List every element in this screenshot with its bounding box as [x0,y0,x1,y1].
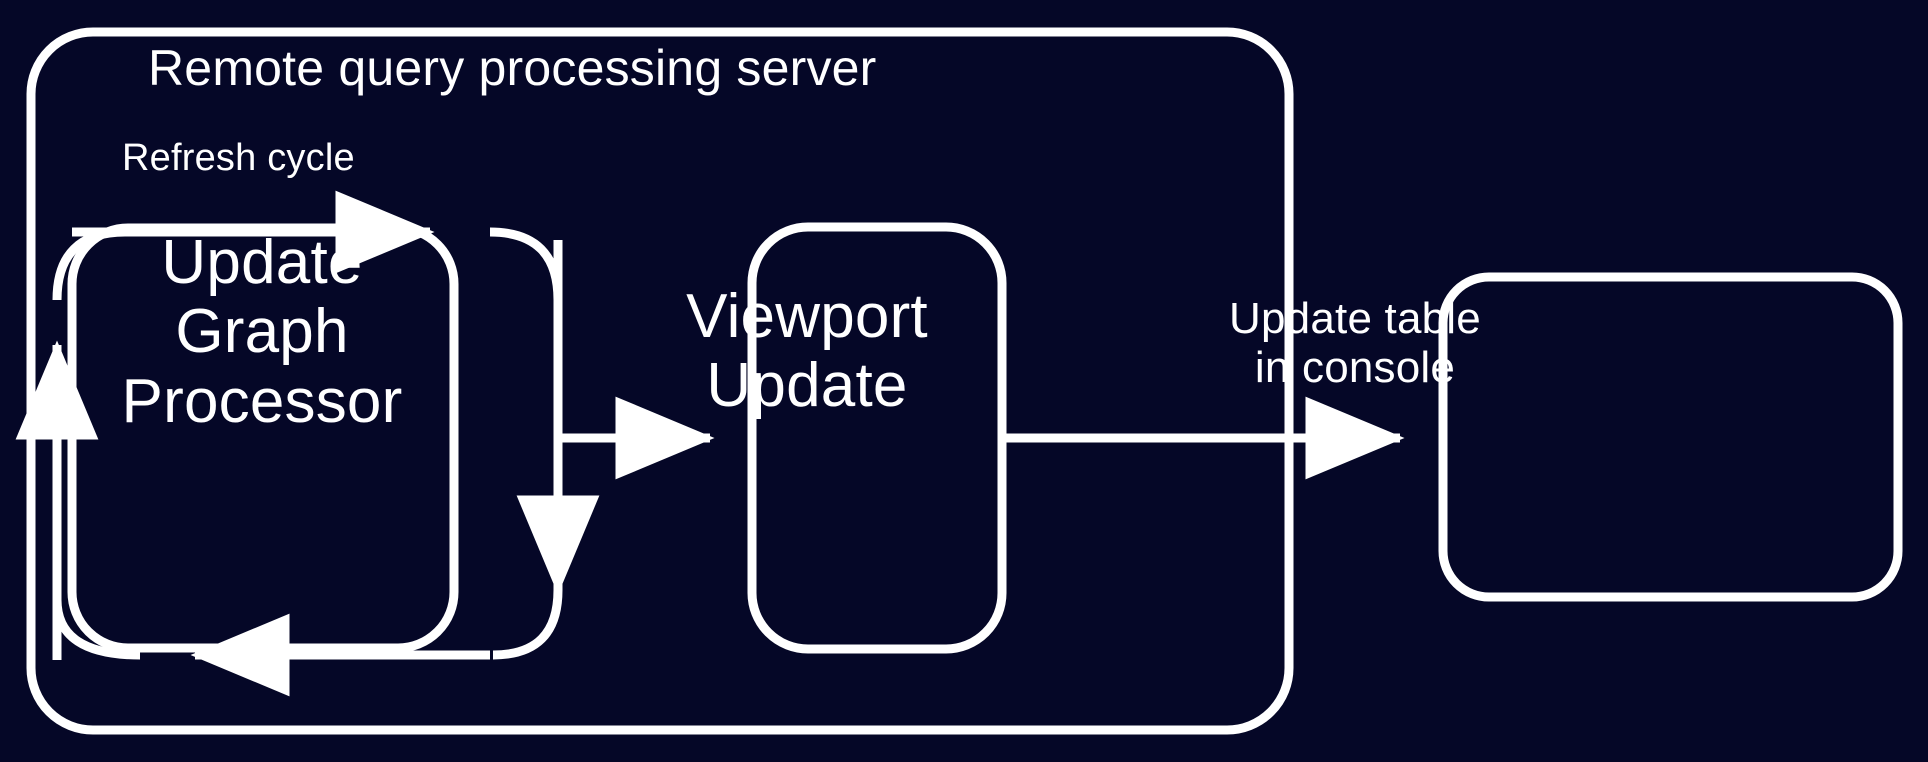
edge-refresh-cycle-corner-topright [489,227,563,301]
container-title: Remote query processing server [148,40,877,96]
node-update-graph-processor-label: Update Graph Processor [121,228,403,436]
edge-refresh-cycle-corner-bottomright [492,589,563,660]
refresh-cycle-label: Refresh cycle [122,137,355,179]
edge-refresh-cycle-corner-topleft [52,227,126,301]
edge-refresh-cycle-corner-bottomleft [52,599,141,660]
node-update-table-in-console-box[interactable] [1438,272,1903,602]
node-viewport-update-label: Viewport Update [686,282,928,421]
node-update-table-in-console-label: Update table in console [1229,294,1481,393]
